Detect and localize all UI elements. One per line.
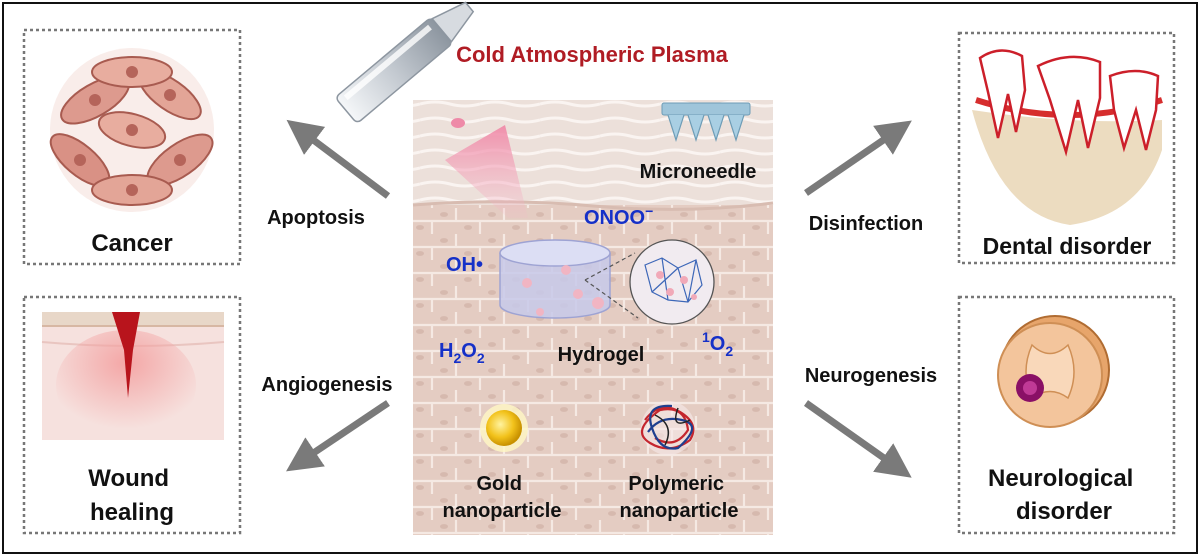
process-neurogenesis: Neurogenesis <box>805 365 937 387</box>
process-angiogenesis: Angiogenesis <box>261 374 392 396</box>
arrow-apoptosis <box>286 119 391 199</box>
dental-label: Dental disorder <box>983 233 1152 259</box>
spinal-cord-icon <box>997 315 1110 428</box>
microneedle-icon <box>661 102 751 142</box>
process-apoptosis: Apoptosis <box>267 207 365 229</box>
wound-label: Wound healing <box>88 465 176 526</box>
ros-onoo: ONOO− <box>584 203 653 229</box>
hydrogel-label: Hydrogel <box>558 344 645 366</box>
ros-singlet-oxygen: 1O2 <box>702 329 733 359</box>
teeth-icon <box>972 49 1163 225</box>
plasma-jet-icon <box>336 1 528 218</box>
neuro-label: Neurological disorder <box>988 465 1140 525</box>
wound-box <box>22 295 242 535</box>
cancer-cells-icon <box>49 48 214 212</box>
polymeric-nanoparticle-label: Polymeric nanoparticle <box>620 473 739 522</box>
cancer-box <box>22 28 242 266</box>
hydrogel-icon <box>499 239 715 325</box>
arrow-disinfection <box>804 120 912 196</box>
gold-nanoparticle-label: Gold nanoparticle <box>443 473 562 522</box>
dental-box <box>957 31 1176 265</box>
cap-title: Cold Atmospheric Plasma <box>456 42 729 67</box>
ros-oh: OH• <box>446 254 483 276</box>
arrows <box>286 119 912 478</box>
cancer-label: Cancer <box>91 230 172 257</box>
arrow-neurogenesis <box>803 400 912 478</box>
neuro-box <box>957 295 1176 535</box>
wound-icon <box>41 312 225 440</box>
arrow-angiogenesis <box>286 400 390 472</box>
microneedle-label: Microneedle <box>640 161 757 183</box>
polymeric-nanoparticle-icon <box>640 401 695 455</box>
gold-nanoparticle-icon <box>480 404 528 452</box>
process-disinfection: Disinfection <box>809 213 923 235</box>
ros-h2o2: H2O2 <box>439 340 485 366</box>
